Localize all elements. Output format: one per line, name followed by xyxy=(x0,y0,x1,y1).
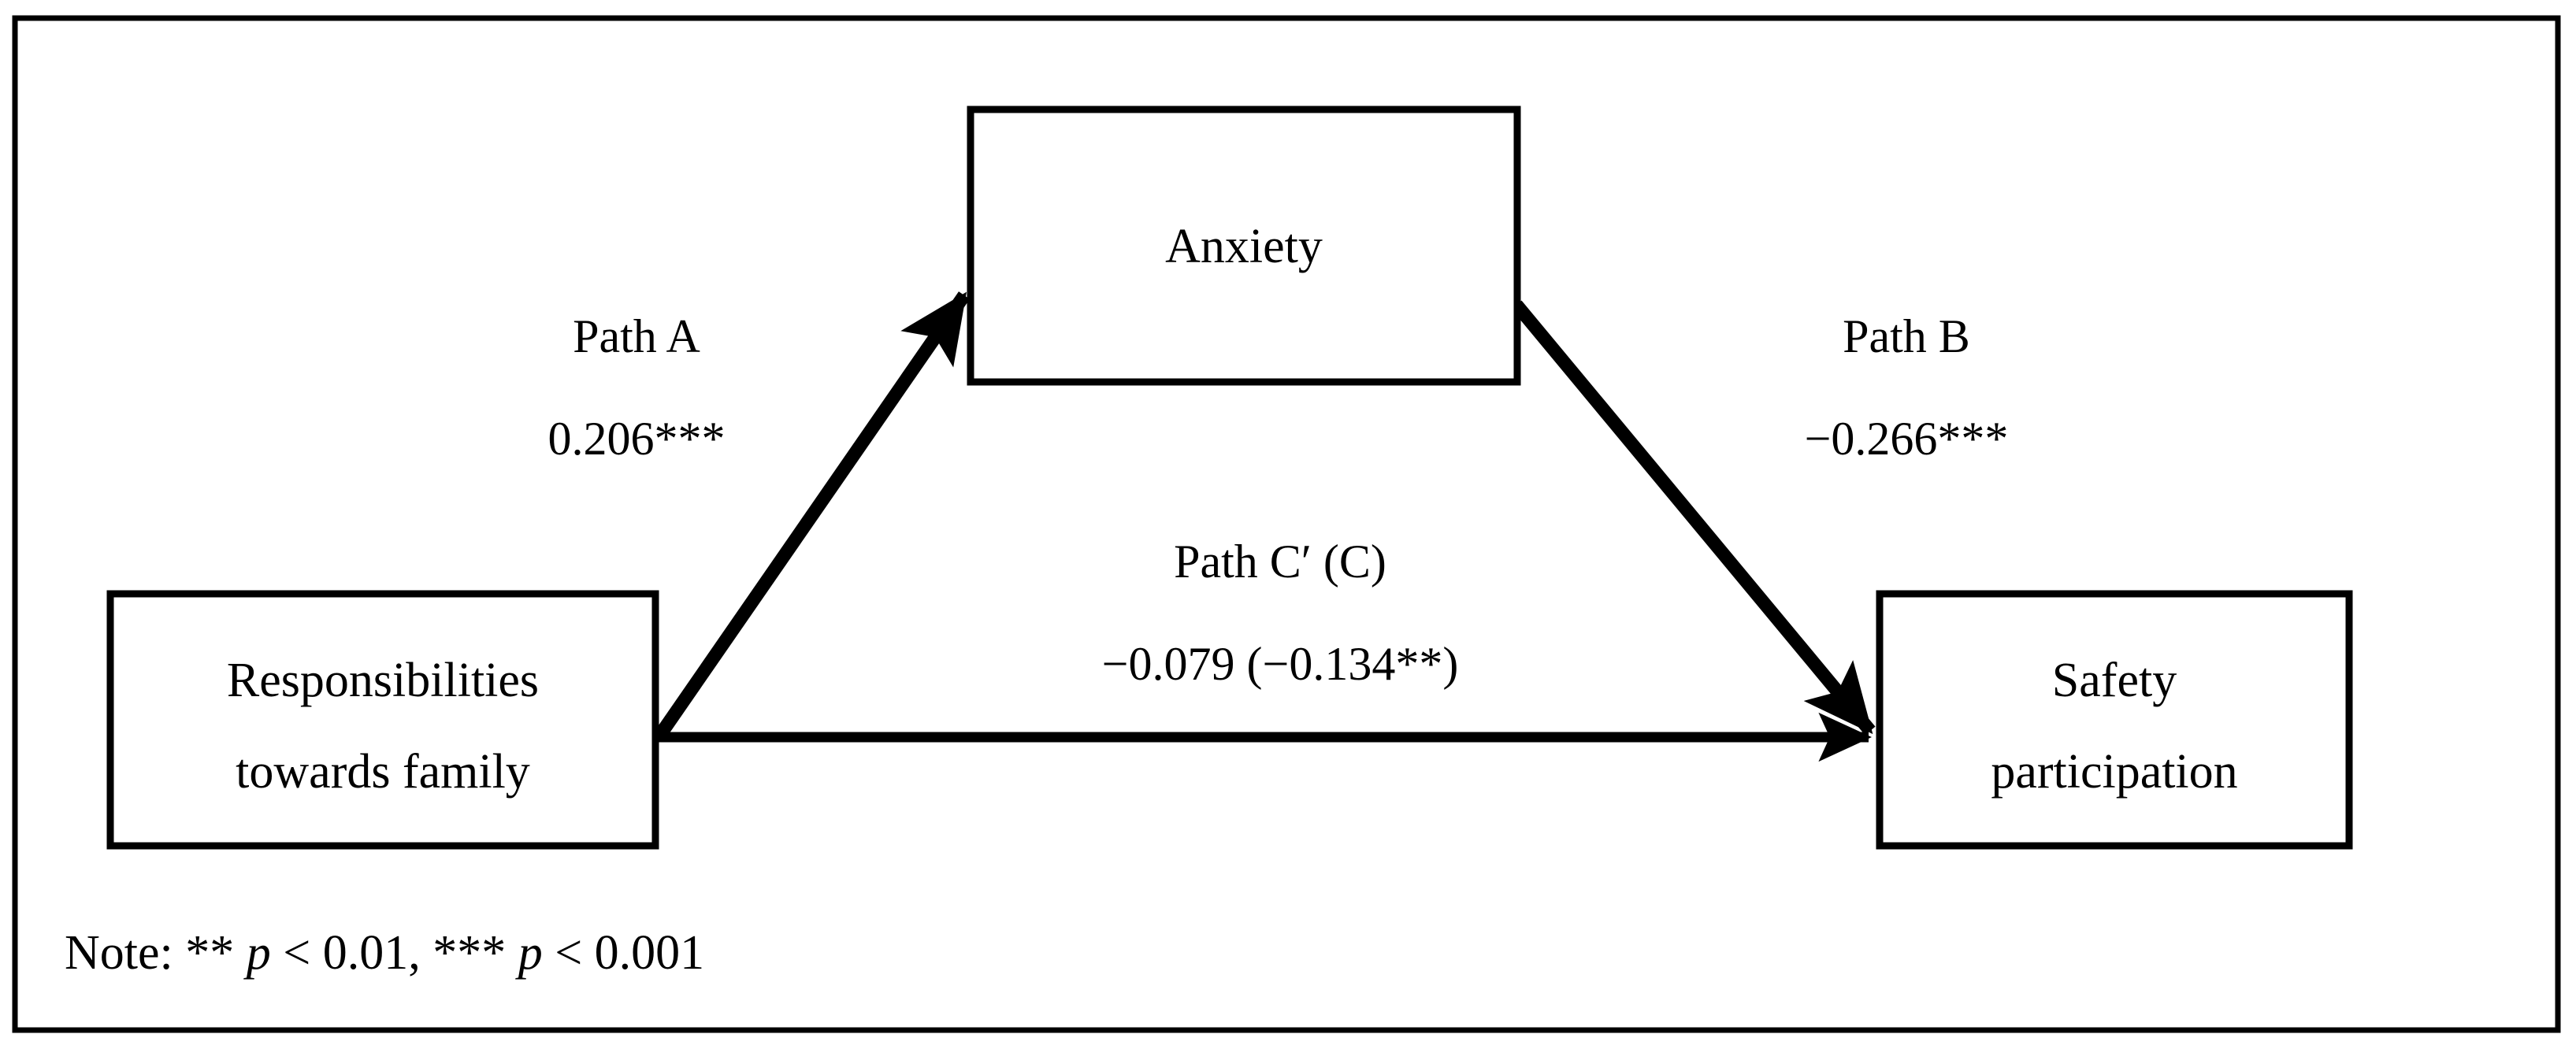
responsibilities-box xyxy=(106,590,659,850)
path-a-label-group: Path A 0.206*** xyxy=(548,310,726,465)
anxiety-box xyxy=(967,106,1521,386)
path-c-name: Path C′ (C) xyxy=(1174,536,1386,588)
path-c-label-group: Path C′ (C) −0.079 (−0.134**) xyxy=(1102,536,1459,690)
responsibilities-label-line1: Responsibilities xyxy=(227,654,539,707)
path-b-label-group: Path B −0.266*** xyxy=(1805,310,2009,465)
responsibilities-label-line2: towards family xyxy=(236,745,530,799)
safety-participation-label-line2: participation xyxy=(1991,745,2237,799)
note-value-2: < 0.001 xyxy=(543,926,704,980)
note-p-symbol-2: p xyxy=(515,926,543,980)
note-value-1: < 0.01, *** xyxy=(271,926,518,980)
path-b-coefficient: −0.266*** xyxy=(1805,413,2009,465)
node-safety-participation: Safety participation xyxy=(1876,590,2353,850)
safety-participation-label-line1: Safety xyxy=(2052,654,2177,707)
path-a-arrow xyxy=(653,291,970,741)
path-b-name: Path B xyxy=(1843,310,1970,362)
path-c-coefficient: −0.079 (−0.134**) xyxy=(1102,638,1459,690)
node-anxiety: Anxiety xyxy=(967,106,1521,386)
path-b-arrow xyxy=(1511,300,1876,736)
significance-note: Note: ** p < 0.01, *** p < 0.001 xyxy=(65,926,704,980)
node-responsibilities: Responsibilities towards family xyxy=(106,590,659,850)
path-a-coefficient: 0.206*** xyxy=(548,413,726,465)
note-prefix: Note: ** xyxy=(65,926,247,980)
note-p-symbol-1: p xyxy=(243,926,271,980)
safety-participation-box xyxy=(1876,590,2353,850)
anxiety-label: Anxiety xyxy=(1165,220,1323,273)
figure-border xyxy=(12,15,2561,1033)
path-a-name: Path A xyxy=(573,310,700,362)
